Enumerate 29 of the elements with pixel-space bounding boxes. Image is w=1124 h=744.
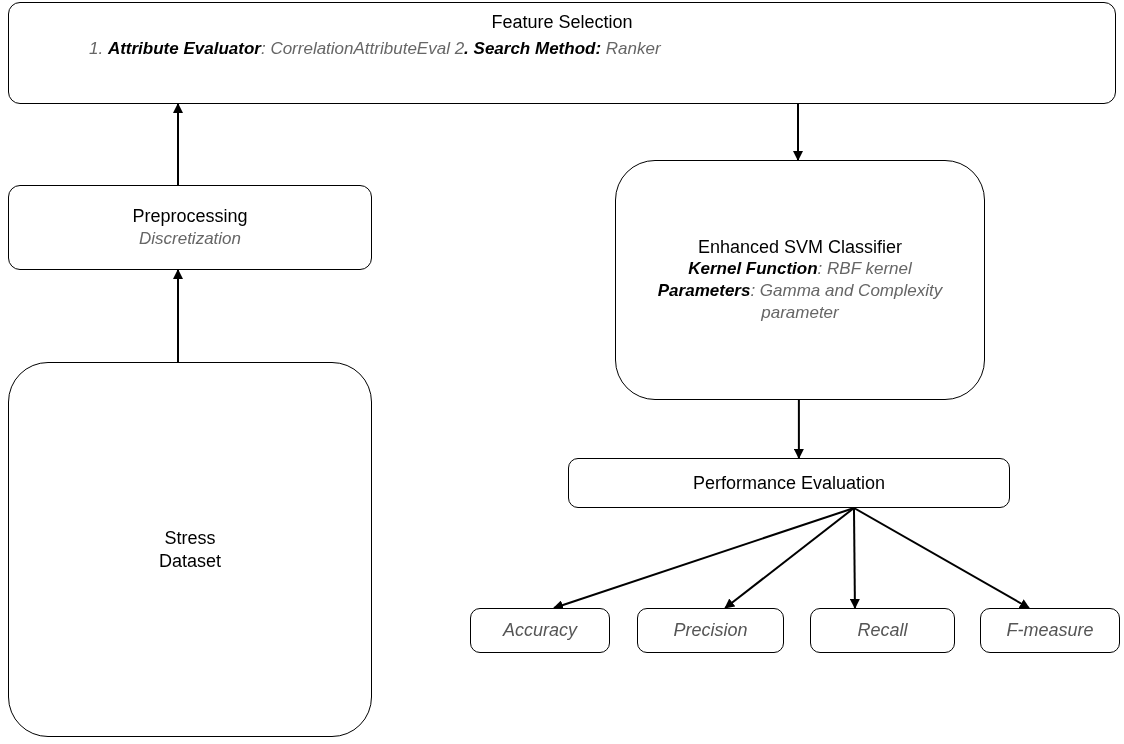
arrow [173,269,183,363]
process-box [8,362,372,737]
arrow [852,507,1030,609]
arrow [173,103,183,186]
arrow [793,103,803,161]
node-title: Enhanced SVM Classifier [697,235,903,259]
node-description: 1. Attribute Evaluator: CorrelationAttributeEval 2. Search Method: Ranker [89,37,661,60]
node-description: Kernel Function: RBF kernel [687,258,913,281]
node-title: F-measure [1006,619,1094,642]
process-box [615,160,985,400]
arrow [849,507,860,609]
node-title: Recall [857,619,908,642]
node-title: Feature Selection [491,11,633,34]
metric-box [470,608,610,653]
process-box [8,2,1116,104]
arrow [793,399,804,459]
node-title: Accuracy [503,619,577,642]
node-title: Performance Evaluation [692,471,886,495]
node-description: Discretization [138,227,241,250]
process-box [8,185,372,270]
metric-box [810,608,955,653]
node-title: Stress Dataset [157,527,222,572]
node-title: Preprocessing [132,205,248,228]
arrow [724,507,855,609]
process-box [568,458,1010,508]
metric-box [980,608,1120,653]
node-title: Precision [673,619,748,642]
metric-box [637,608,784,653]
node-description: Parameters: Gamma and Complexity parameter [656,280,944,325]
